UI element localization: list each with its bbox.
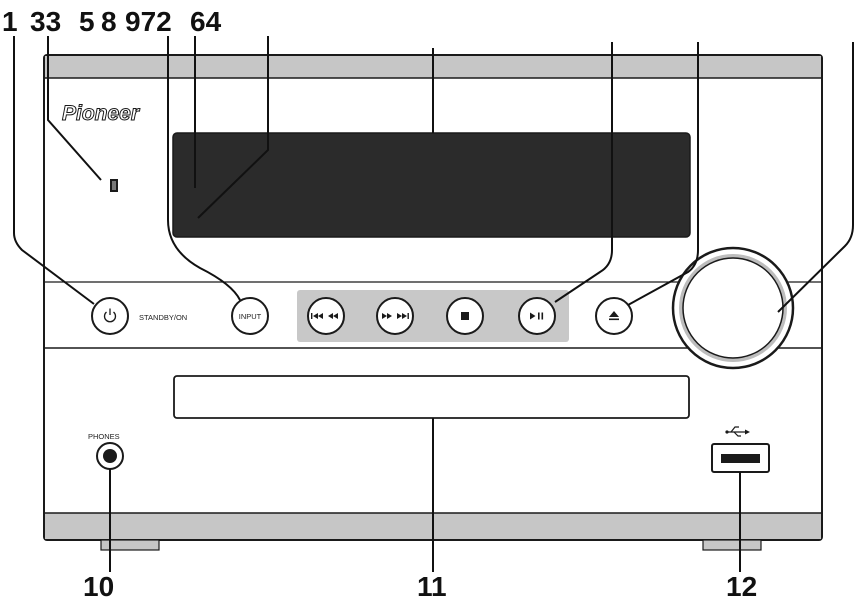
skip-forward-icon bbox=[382, 313, 409, 319]
standby-button[interactable] bbox=[91, 297, 129, 335]
callout-1: 1 bbox=[2, 6, 18, 37]
callout-12: 12 bbox=[726, 571, 757, 601]
callout-5: 5 bbox=[79, 6, 95, 37]
standby-label: STANDBY/ON bbox=[139, 313, 187, 322]
input-button[interactable]: INPUT bbox=[231, 297, 269, 335]
callout-10: 10 bbox=[83, 571, 114, 601]
play-pause-button[interactable] bbox=[518, 297, 556, 335]
disc-slot[interactable] bbox=[173, 375, 690, 419]
brand-logo: Pioneer bbox=[62, 102, 141, 125]
eject-button[interactable] bbox=[595, 297, 633, 335]
callout-33: 33 bbox=[30, 6, 61, 37]
prev-button[interactable] bbox=[307, 297, 345, 335]
leader-lines bbox=[13, 36, 854, 572]
eject-icon bbox=[609, 311, 619, 321]
power-icon bbox=[103, 308, 117, 323]
transport-bar bbox=[297, 290, 569, 342]
callout-64: 64 bbox=[190, 6, 222, 37]
stop-button[interactable] bbox=[446, 297, 484, 335]
stop-icon bbox=[461, 312, 469, 320]
usb-icon bbox=[725, 426, 750, 437]
callout-8: 8 bbox=[101, 6, 117, 37]
callout-11: 11 bbox=[417, 571, 447, 601]
play-pause-icon bbox=[530, 312, 544, 320]
input-label: INPUT bbox=[239, 312, 262, 321]
remote-sensor-icon bbox=[110, 179, 118, 192]
skip-back-icon bbox=[311, 313, 338, 319]
volume-knob[interactable] bbox=[671, 246, 795, 370]
phones-jack[interactable] bbox=[96, 442, 124, 470]
next-button[interactable] bbox=[376, 297, 414, 335]
phones-label: PHONES bbox=[88, 432, 120, 441]
callout-972: 972 bbox=[125, 6, 172, 37]
usb-port[interactable] bbox=[711, 443, 770, 473]
display-window bbox=[172, 132, 691, 238]
